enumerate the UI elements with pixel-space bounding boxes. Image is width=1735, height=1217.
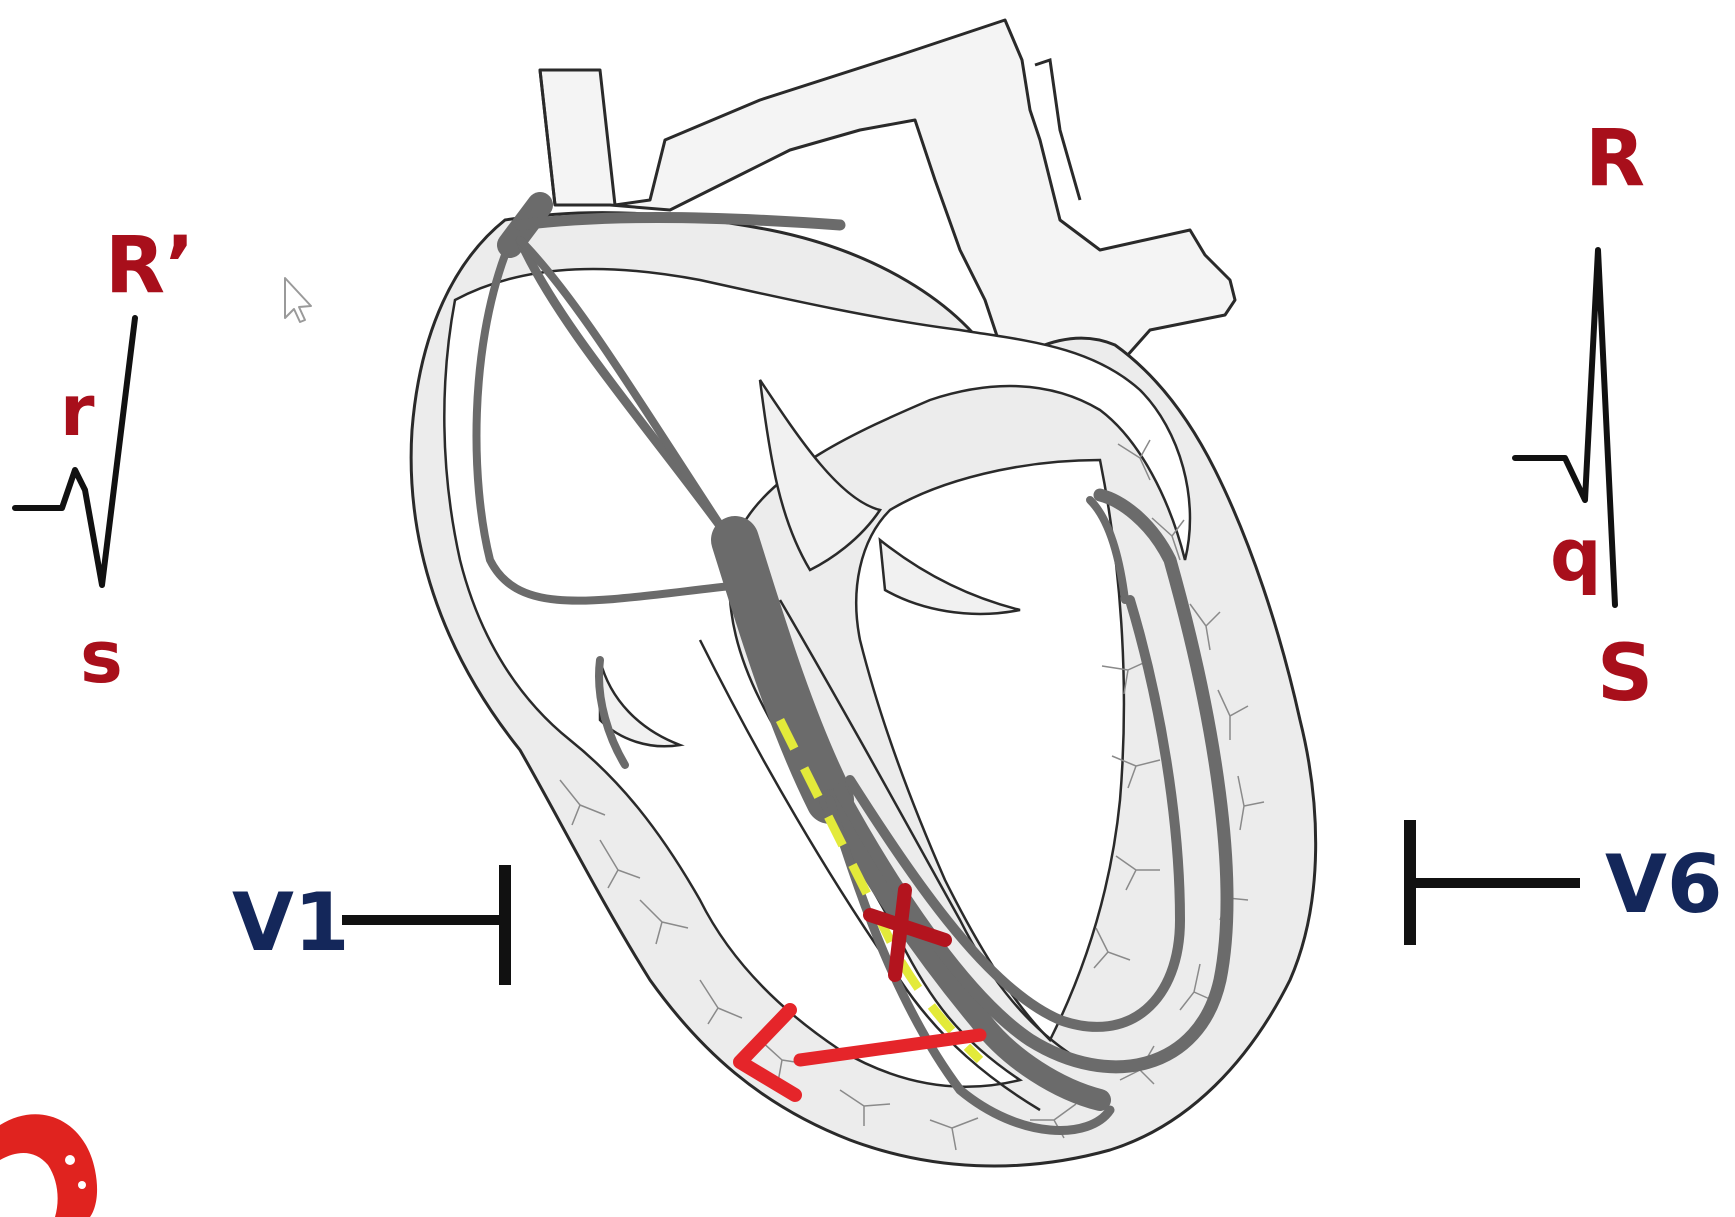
v6-label-q: q bbox=[1550, 513, 1602, 597]
v6-label-s: S bbox=[1597, 629, 1653, 719]
lead-v6-label: V6 bbox=[1605, 838, 1723, 931]
v1-label-r-prime: R’ bbox=[105, 221, 195, 311]
v1-qrs-complex: R’ r s bbox=[15, 221, 195, 699]
v1-label-r: r bbox=[60, 370, 95, 452]
red-logo-icon bbox=[0, 1114, 97, 1217]
v1-label-s: s bbox=[80, 615, 123, 699]
heart-illustration bbox=[411, 20, 1316, 1166]
lead-v1-label: V1 bbox=[232, 876, 350, 969]
mouse-cursor-icon bbox=[285, 278, 311, 322]
lead-v1-electrode: V1 bbox=[232, 865, 505, 985]
v6-label-r: R bbox=[1585, 114, 1645, 204]
lead-v6-electrode: V6 bbox=[1410, 820, 1723, 945]
v6-qrs-complex: R q S bbox=[1515, 114, 1653, 719]
